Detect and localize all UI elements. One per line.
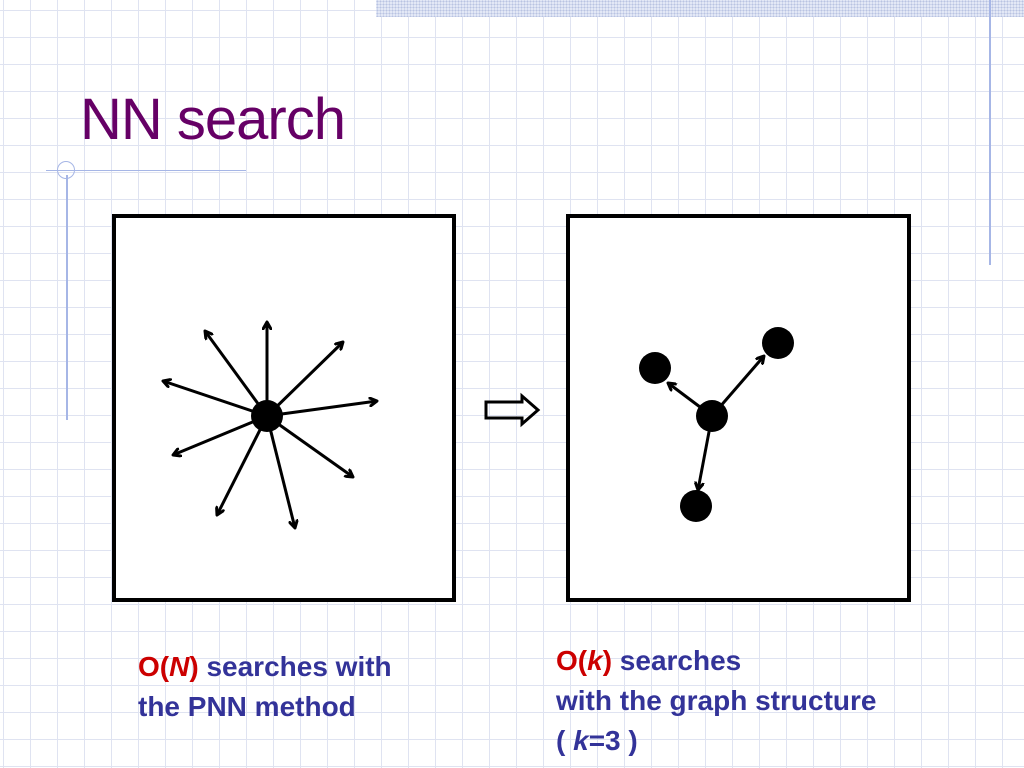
search-arrow [265,415,295,528]
decorative-vertical-line [989,0,991,265]
pnn-caption: O(N) searches with the PNN method [138,651,392,722]
search-arrow [266,414,353,477]
graph-node [680,490,712,522]
complexity-label: O(N) [138,651,199,682]
search-arrow [163,381,268,418]
graph-search-panel [566,214,911,602]
search-arrow [173,414,268,455]
search-arrow [265,342,343,418]
decorative-vertical-line [66,175,68,420]
graph-node [639,352,671,384]
slide-title: NN search [80,87,346,152]
graph-node-center [696,400,728,432]
complexity-label: O(k) [556,645,613,676]
decorative-horizontal-line [46,170,246,171]
graph-caption: O(k) searches with the graph structure (… [556,645,877,756]
graph-node [762,327,794,359]
query-point [251,400,283,432]
search-arrow [205,331,269,417]
search-arrow [266,401,377,418]
header-band [376,0,1024,17]
outline-right-arrow-icon [484,392,541,428]
pnn-search-panel [112,214,456,602]
search-arrow [217,415,269,515]
decorative-circle [57,161,75,179]
